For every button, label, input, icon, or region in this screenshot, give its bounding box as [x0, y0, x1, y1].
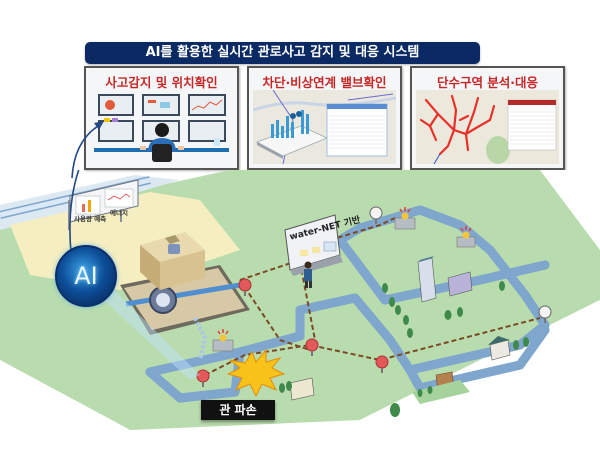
billboard-usage-forecast: 사용량 예측 [74, 215, 107, 223]
feature-panels: 사고감지 및 위치확인 [84, 66, 566, 170]
pressure-gauges [196, 206, 552, 387]
outage-map-illustration [416, 90, 559, 164]
panel-outage-analysis: 단수구역 분석·대응 [410, 66, 565, 170]
ai-to-dashboard-arrow-icon [71, 121, 104, 178]
operator-monitoring-illustration [90, 90, 233, 164]
tablet-map-illustration [253, 90, 396, 164]
panel-accident-detection: 사고감지 및 위치확인 [84, 66, 239, 170]
ai-brain-icon: AI [55, 245, 117, 307]
panel-title: 차단·비상연계 밸브확인 [262, 75, 387, 90]
isometric-water-network-scene [0, 170, 600, 451]
panel-title: 단수구역 분석·대응 [436, 75, 539, 90]
panel-valve-check: 차단·비상연계 밸브확인 [247, 66, 402, 170]
billboard-energy: 에너지 [110, 209, 128, 217]
pipe-burst-label: 관 파손 [201, 400, 275, 420]
system-title-banner: AI를 활용한 실시간 관로사고 감지 및 대응 시스템 [85, 42, 480, 64]
panel-title: 사고감지 및 위치확인 [105, 75, 218, 90]
